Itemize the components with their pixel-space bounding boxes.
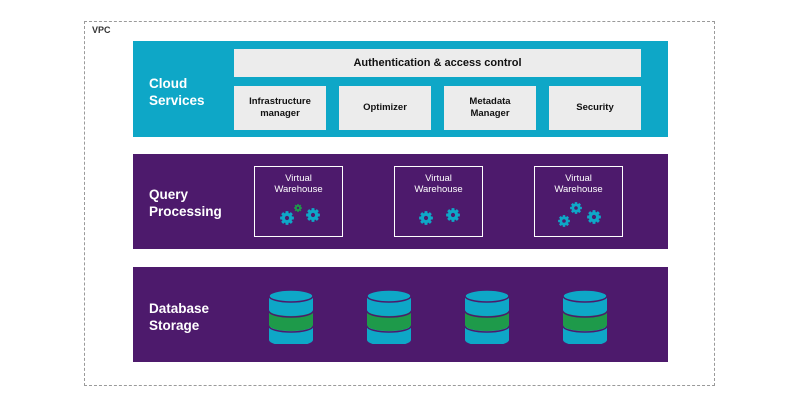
database-storage-layer: Database Storage	[133, 267, 668, 362]
gears-icon	[280, 204, 320, 225]
gears-icon	[558, 202, 601, 227]
virtual-warehouse-2: Virtual Warehouse	[394, 166, 483, 237]
database-icon	[366, 289, 412, 344]
cloud-services-title: Cloud Services	[149, 76, 205, 108]
virtual-warehouse-label: Virtual Warehouse	[554, 173, 603, 195]
gears-icon	[419, 208, 460, 225]
vpc-boundary	[84, 21, 715, 386]
database-icon	[464, 289, 510, 344]
vpc-label: VPC	[92, 25, 111, 35]
cloud-services-layer: Cloud Services Authentication & access c…	[133, 41, 668, 137]
auth-access-control-box: Authentication & access control	[234, 49, 641, 77]
database-icon	[268, 289, 314, 344]
virtual-warehouse-3: Virtual Warehouse	[534, 166, 623, 237]
service-optimizer: Optimizer	[339, 86, 431, 130]
database-storage-title: Database Storage	[149, 301, 210, 333]
query-processing-layer: Query Processing Virtual Warehouse Virtu…	[133, 154, 668, 249]
virtual-warehouse-1: Virtual Warehouse	[254, 166, 343, 237]
service-security: Security	[549, 86, 641, 130]
virtual-warehouse-label: Virtual Warehouse	[274, 173, 323, 195]
virtual-warehouse-label: Virtual Warehouse	[414, 173, 463, 195]
query-processing-title: Query Processing	[149, 187, 222, 219]
service-metadata-manager: Metadata Manager	[444, 86, 536, 130]
service-infrastructure-manager: Infrastructure manager	[234, 86, 326, 130]
database-icon	[562, 289, 608, 344]
